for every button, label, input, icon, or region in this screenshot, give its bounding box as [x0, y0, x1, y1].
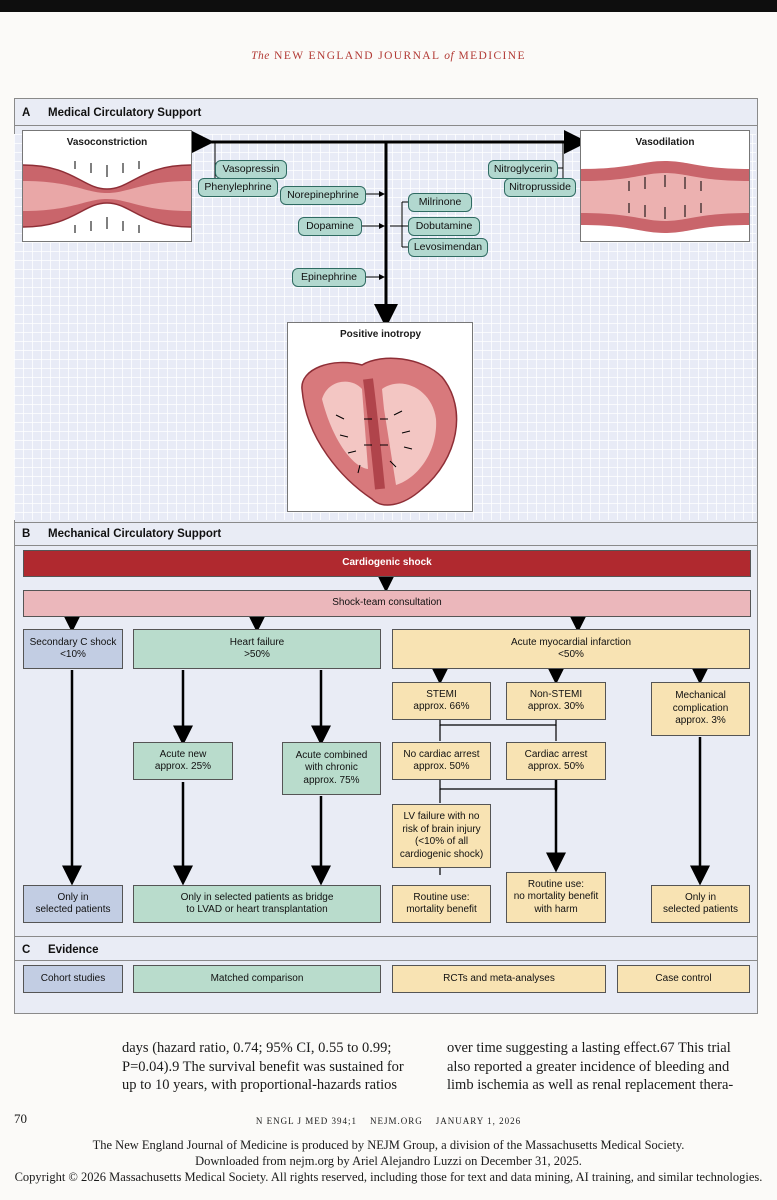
dilated-vessel-illustration	[581, 161, 749, 233]
bridge-lvad-box: Only in selected patients as bridge to L…	[133, 885, 381, 923]
drug-dobutamine: Dobutamine	[408, 217, 480, 236]
body-left-line: days (hazard ratio, 0.74; 95% CI, 0.55 t…	[122, 1040, 392, 1056]
evidence-case-control-box: Case control	[617, 965, 750, 993]
body-right-line: also reported a greater incidence of ble…	[447, 1058, 730, 1075]
section-b-divider	[14, 545, 757, 546]
journal-the: The	[251, 50, 270, 62]
page-number: 70	[14, 1111, 27, 1126]
footer-line-1: The New England Journal of Medicine is p…	[92, 1138, 685, 1152]
section-a-letter: A	[22, 107, 31, 119]
section-c-title: Evidence	[48, 944, 99, 956]
drug-vasopressin: Vasopressin	[215, 160, 287, 179]
body-column-right: over time suggesting a lasting effect.67…	[447, 1039, 759, 1095]
acute-combined-box: Acute combined with chronic approx. 75%	[282, 742, 381, 795]
section-c-letter: C	[22, 944, 31, 956]
citation-line: N ENGL J MED 394;1 NEJM.ORG JANUARY 1, 2…	[255, 1116, 522, 1126]
constricted-vessel-illustration	[23, 161, 191, 233]
acute-new-box: Acute new approx. 25%	[133, 742, 233, 780]
secondary-c-shock-box: Secondary C shock <10%	[23, 629, 123, 669]
body-column-left: days (hazard ratio, 0.74; 95% CI, 0.55 t…	[122, 1039, 434, 1095]
footer-line-3: Copyright © 2026 Massachusetts Medical S…	[14, 1170, 763, 1184]
top-black-bar	[0, 0, 777, 12]
body-left-line: P=0.04).9 The survival benefit was susta…	[122, 1058, 404, 1075]
section-a-heading: A Medical Circulatory Support	[22, 107, 201, 119]
drug-nitroprusside: Nitroprusside	[504, 178, 576, 197]
drug-nitroglycerin: Nitroglycerin	[488, 160, 558, 179]
heart-illustration	[301, 357, 458, 506]
section-b-top-divider	[14, 522, 757, 523]
vasodilation-title: Vasodilation	[635, 137, 695, 148]
body-right-line: limb ischemia as well as renal replaceme…	[447, 1077, 734, 1093]
cardiac-arrest-box: Cardiac arrest approx. 50%	[506, 742, 606, 780]
journal-header: The NEW ENGLAND JOURNAL of MEDICINE	[0, 50, 777, 62]
cardiogenic-shock-bar: Cardiogenic shock	[23, 550, 751, 577]
section-c-divider	[14, 960, 757, 961]
section-b-letter: B	[22, 528, 31, 540]
non-stemi-box: Non-STEMI approx. 30%	[506, 682, 606, 720]
section-c-top-divider	[14, 936, 757, 937]
stemi-box: STEMI approx. 66%	[392, 682, 491, 720]
evidence-cohort-box: Cohort studies	[23, 965, 123, 993]
no-cardiac-arrest-box: No cardiac arrest approx. 50%	[392, 742, 491, 780]
drug-norepinephrine: Norepinephrine	[280, 186, 366, 205]
vasodilation-panel: Vasodilation	[580, 130, 750, 242]
only-selected-patients-box-2: Only in selected patients	[651, 885, 750, 923]
journal-of: of	[444, 50, 455, 62]
section-b-title: Mechanical Circulatory Support	[48, 528, 222, 540]
ami-box: Acute myocardial infarction <50%	[392, 629, 750, 669]
lv-failure-box: LV failure with no risk of brain injury …	[392, 804, 491, 868]
drug-milrinone: Milrinone	[408, 193, 472, 212]
footer-line-2: Downloaded from nejm.org by Ariel Alejan…	[195, 1154, 582, 1168]
section-a-divider	[14, 125, 757, 126]
body-left-line: up to 10 years, with proportional-hazard…	[122, 1077, 398, 1093]
body-right-line: over time suggesting a lasting effect.67…	[447, 1040, 731, 1056]
evidence-rct-box: RCTs and meta-analyses	[392, 965, 606, 993]
drug-phenylephrine: Phenylephrine	[198, 178, 278, 197]
section-b-heading: B Mechanical Circulatory Support	[22, 528, 221, 540]
section-a-title: Medical Circulatory Support	[48, 107, 202, 119]
shock-team-consultation-bar: Shock-team consultation	[23, 590, 751, 617]
mechanical-complication-box: Mechanical complication approx. 3%	[651, 682, 750, 736]
routine-mortality-benefit-box: Routine use: mortality benefit	[392, 885, 491, 923]
only-selected-patients-box-1: Only in selected patients	[23, 885, 123, 923]
drug-levosimendan: Levosimendan	[408, 238, 488, 257]
vasoconstriction-panel: Vasoconstriction	[22, 130, 192, 242]
section-c-heading: C Evidence	[22, 944, 99, 956]
evidence-matched-box: Matched comparison	[133, 965, 381, 993]
vasoconstriction-title: Vasoconstriction	[66, 137, 148, 148]
drug-epinephrine: Epinephrine	[292, 268, 366, 287]
journal-end: MEDICINE	[458, 50, 526, 62]
heart-failure-box: Heart failure >50%	[133, 629, 381, 669]
drug-dopamine: Dopamine	[298, 217, 362, 236]
inotropy-title: Positive inotropy	[340, 329, 422, 340]
journal-main: NEW ENGLAND JOURNAL	[274, 50, 440, 62]
inotropy-panel: Positive inotropy	[287, 322, 473, 512]
routine-harm-box: Routine use: no mortality benefit with h…	[506, 872, 606, 923]
